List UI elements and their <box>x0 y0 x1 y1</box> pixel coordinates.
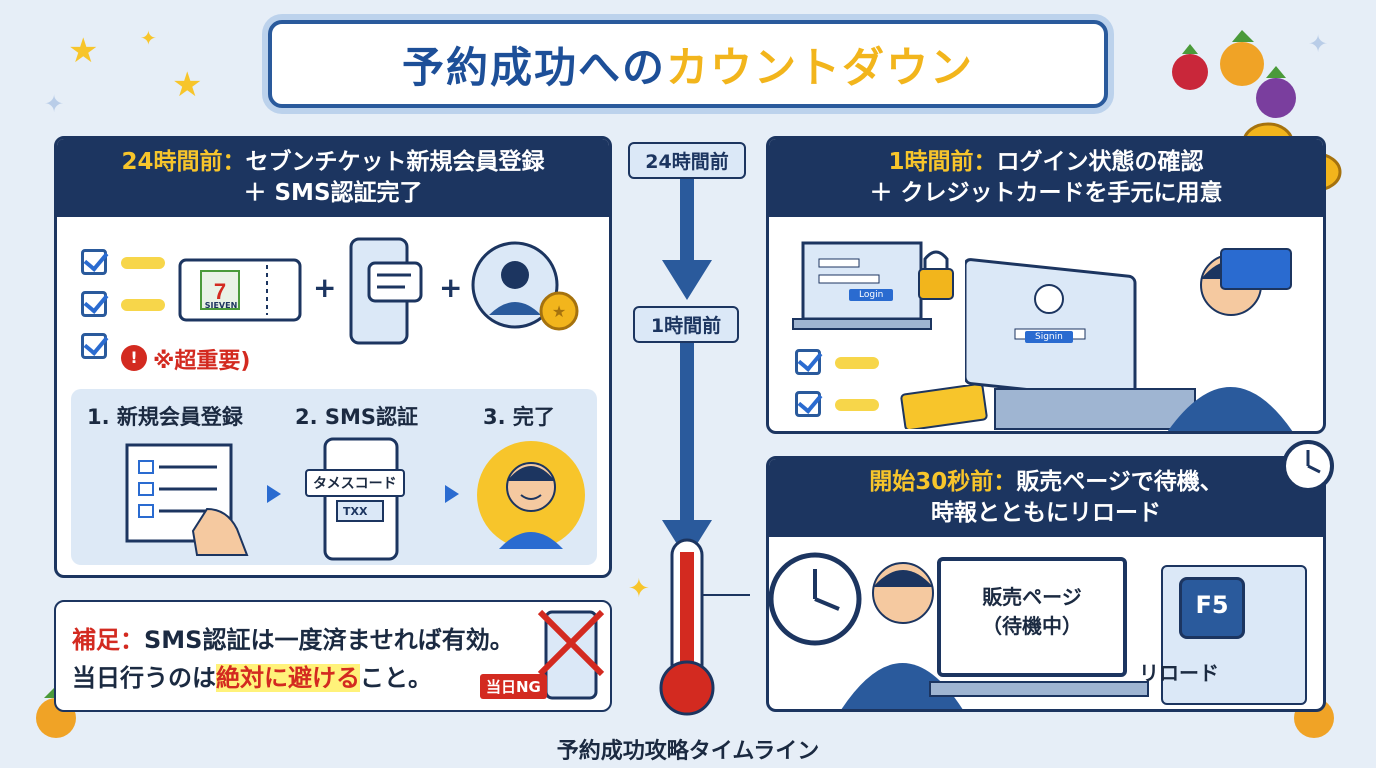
f5-key: F5 <box>1179 577 1245 639</box>
checkbox-icon <box>81 249 107 275</box>
warning-icon: ! <box>121 345 147 371</box>
note-line1: 補足：SMS認証は一度済ませれば有効。 <box>72 620 514 655</box>
note-label: 補足： <box>72 626 144 654</box>
person-laptop-illustration <box>965 248 1293 431</box>
ticket-icon: 7 <box>178 258 302 322</box>
screen-line1: 販売ページ <box>982 585 1082 609</box>
alarm-clock-icon <box>1282 440 1334 492</box>
step-1: 1. 新規会員登録 <box>87 405 243 429</box>
note-panel: 補足：SMS認証は一度済ませれば有効。 当日行うのは絶対に避けること。 当日NG <box>54 600 612 712</box>
checkbox-icon <box>795 349 821 375</box>
panel-1h: 1時間前：ログイン状態の確認 ＋ クレジットカードを手元に用意 Login Si… <box>766 136 1326 434</box>
reload-label: リロード <box>1139 661 1219 685</box>
title-part2: カウントダウン <box>666 42 975 92</box>
laptop-login-icon <box>792 241 954 330</box>
note-line2-b: こと。 <box>360 664 432 692</box>
checkbox-icon <box>81 333 107 359</box>
caption: 予約成功攻略タイムライン <box>556 739 820 764</box>
note-line1-rest: SMS認証は一度済ませれば有効。 <box>144 626 514 654</box>
sparkle-icon: ✦ <box>44 90 65 118</box>
ng-tag: 当日NG <box>480 674 547 699</box>
phone-message-icon <box>349 237 423 345</box>
note-line2: 当日行うのは絶対に避けること。 <box>72 658 432 693</box>
note-line2-a: 当日行うのは <box>72 664 216 692</box>
happy-user-icon <box>477 441 585 549</box>
tag-1h: 1時間前 <box>633 306 739 343</box>
step-2: 2. SMS認証 <box>295 405 419 429</box>
panel-30s-header-highlight: 開始30秒前： <box>869 469 1017 495</box>
panel-24h-header-line1: セブンチケット新規会員登録 <box>245 149 545 175</box>
list-line <box>835 399 879 411</box>
star-icon: ★ <box>68 31 99 71</box>
code-value: TXX <box>343 505 368 518</box>
panel-24h-header: 24時間前：セブンチケット新規会員登録 ＋ SMS認証完了 <box>57 139 609 217</box>
tag-24h: 24時間前 <box>628 142 746 179</box>
important-label: ※超重要) <box>153 349 251 374</box>
panel-1h-header: 1時間前：ログイン状態の確認 ＋ クレジットカードを手元に用意 <box>769 139 1323 217</box>
star-icon: ✦ <box>628 574 650 604</box>
step-3: 3. 完了 <box>483 405 555 429</box>
list-line <box>835 357 879 369</box>
panel-24h-header-highlight: 24時間前： <box>121 149 246 175</box>
note-highlight: 絶対に避ける <box>216 664 360 692</box>
logo-text: SIEVEN <box>204 301 238 310</box>
wall-clock-icon <box>769 552 862 646</box>
title-part1: 予約成功への <box>401 42 666 92</box>
arrow-right-icon <box>445 485 459 503</box>
phone-cross-icon <box>537 609 605 700</box>
panel-30s: 開始30秒前：販売ページで待機、 時報とともにリロード 販売ページ （待機中） … <box>766 456 1326 712</box>
credit-card-icon <box>900 385 988 429</box>
svg-text:★: ★ <box>552 302 566 321</box>
plus-sign: + <box>313 271 337 304</box>
panel-1h-header-line2: ＋ クレジットカードを手元に用意 <box>869 180 1223 206</box>
signin-button: Signin <box>1025 331 1073 343</box>
list-line <box>121 299 165 311</box>
page-title: 予約成功へのカウントダウン <box>268 20 1108 108</box>
berries-icon <box>1172 30 1296 118</box>
screen-line2: （待機中） <box>982 614 1082 638</box>
person-waiting-illustration <box>841 562 963 709</box>
code-label: タメスコード <box>305 469 405 497</box>
panel-30s-header-line1: 販売ページで待機、 <box>1016 469 1223 495</box>
panel-30s-header-line2: 時報とともにリロード <box>931 500 1161 526</box>
phone-code-icon <box>323 437 399 561</box>
list-line <box>121 257 165 269</box>
panel-1h-header-highlight: 1時間前： <box>888 149 997 175</box>
registration-form-icon <box>125 443 249 556</box>
star-icon: ★ <box>172 65 203 105</box>
plus-sign: + <box>439 271 463 304</box>
svg-text:7: 7 <box>214 279 226 304</box>
sparkle-icon: ✦ <box>1308 30 1329 58</box>
panel-1h-header-line1: ログイン状態の確認 <box>996 149 1204 175</box>
user-badge-icon: ★ <box>471 241 579 331</box>
checkbox-icon <box>795 391 821 417</box>
panel-24h-header-line2: ＋ SMS認証完了 <box>243 180 423 206</box>
login-button: Login <box>849 289 894 301</box>
panel-30s-header: 開始30秒前：販売ページで待機、 時報とともにリロード <box>769 459 1323 537</box>
checkbox-icon <box>81 291 107 317</box>
keyboard <box>929 681 1149 697</box>
panel-24h: 24時間前：セブンチケット新規会員登録 ＋ SMS認証完了 ! ※超重要) 7 … <box>54 136 612 578</box>
star-icon: ✦ <box>140 26 157 50</box>
arrow-right-icon <box>267 485 281 503</box>
sales-page-screen: 販売ページ （待機中） <box>937 557 1127 677</box>
timeline-arrow <box>659 170 750 716</box>
